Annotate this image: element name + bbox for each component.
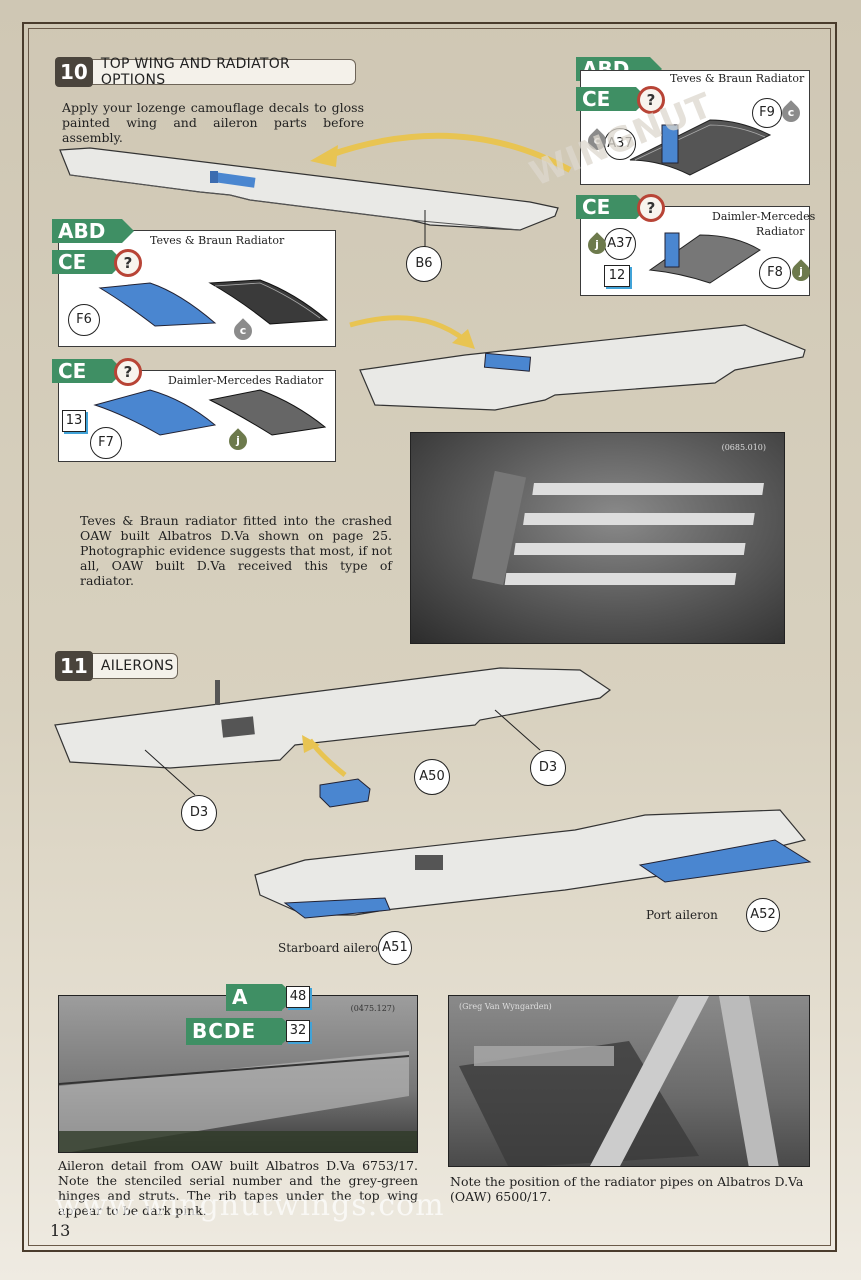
step-11-header: 11 AILERONS [55, 651, 178, 681]
teves-right-drawing [629, 119, 772, 176]
aileron-wing-lower [254, 809, 812, 919]
part-a52-callout: A52 [746, 898, 780, 932]
teves-left-title: Teves & Braun Radiator [150, 234, 285, 247]
website-watermark: www.wingnutwings.com [55, 1188, 445, 1223]
part-d3-callout-left: D3 [181, 795, 217, 831]
arrow-to-wing [310, 132, 572, 173]
step-11-number: 11 [55, 651, 93, 681]
part-f6-callout: F6 [68, 304, 100, 336]
starboard-aileron-label: Starboard aileron [278, 941, 386, 955]
aileron-wing-upper [54, 667, 612, 769]
port-aileron [638, 839, 812, 883]
decal-12: 12 [604, 265, 630, 287]
photo3-caption: Note the position of the radiator pipes … [450, 1174, 804, 1204]
flag-a: A [226, 984, 296, 1011]
step-11-title: AILERONS [100, 658, 174, 674]
daimler-left-drawing [93, 389, 327, 436]
daimler-right-title-2: Radiator [756, 225, 805, 238]
radiator-pipe [661, 124, 679, 164]
question-icon: ? [114, 249, 142, 277]
question-icon: ? [114, 358, 142, 386]
photo3-credit: (Greg Van Wyngarden) [459, 1002, 552, 1011]
step-10-instruction: Apply your lozenge camouflage decals to … [62, 100, 364, 145]
photo2-caption: Aileron detail from OAW built Albatros D… [58, 1158, 418, 1218]
wing-with-radiator-drawing [359, 324, 806, 411]
step-10-title: TOP WING AND RADIATOR OPTIONS [100, 56, 291, 88]
part-f7-callout: F7 [90, 427, 122, 459]
daimler-right-drawing [648, 232, 761, 284]
teves-left-drawing [98, 279, 329, 327]
part-a50-callout: A50 [414, 759, 450, 795]
decal-32: 32 [286, 1020, 310, 1042]
photo-radiator-pipes: (Greg Van Wyngarden) [448, 995, 810, 1167]
photo1-caption: Teves & Braun radiator fitted into the c… [80, 513, 392, 588]
part-a37-callout: A37 [604, 128, 636, 160]
step-10-header: 10 TOP WING AND RADIATOR OPTIONS [55, 56, 356, 88]
question-icon: ? [637, 86, 665, 114]
part-b6-callout: B6 [406, 246, 442, 282]
color-c-drop: c [230, 318, 256, 344]
port-aileron-label: Port aileron [646, 908, 718, 922]
daimler-right-title-1: Daimler-Mercedes [712, 210, 816, 223]
part-f9-callout: F9 [752, 98, 782, 128]
step-10-number: 10 [55, 57, 93, 87]
part-f8-callout: F8 [759, 257, 791, 289]
arrow-to-aileron [302, 735, 347, 777]
photo-teves-radiator: (0685.010) [410, 432, 785, 644]
decal-13: 13 [62, 410, 86, 432]
radiator-slot [214, 172, 256, 188]
flag-bcde: BCDE [186, 1018, 296, 1045]
page-number: 13 [50, 1221, 71, 1240]
color-j-drop: j [584, 232, 610, 258]
part-a37-callout: A37 [604, 228, 636, 260]
part-d3-callout-right: D3 [530, 750, 566, 786]
decal-48: 48 [286, 986, 310, 1008]
flag-abd-left: ABD [52, 219, 134, 243]
question-icon: ? [637, 194, 665, 222]
top-wing-drawing [59, 147, 559, 231]
part-a51-callout: A51 [378, 931, 412, 965]
photo2-credit: (0475.127) [350, 1004, 395, 1013]
page-frame-inner [28, 28, 831, 1246]
photo1-credit: (0685.010) [721, 443, 766, 452]
daimler-left-title: Daimler-Mercedes Radiator [168, 374, 324, 387]
flag-ce-daimler-right: CE [576, 195, 648, 219]
flag-ce-left: CE [52, 250, 124, 274]
part-a50-drawing [319, 778, 371, 808]
page-frame [22, 22, 837, 1252]
flag-ce-daimler-left: CE [52, 359, 124, 383]
color-j-drop: j [225, 428, 251, 454]
arrow-to-radiator [349, 315, 475, 349]
color-c-drop: c [778, 100, 804, 126]
teves-right-title: Teves & Braun Radiator [670, 72, 805, 85]
color-j-drop: j [788, 259, 814, 285]
starboard-aileron [283, 897, 391, 919]
